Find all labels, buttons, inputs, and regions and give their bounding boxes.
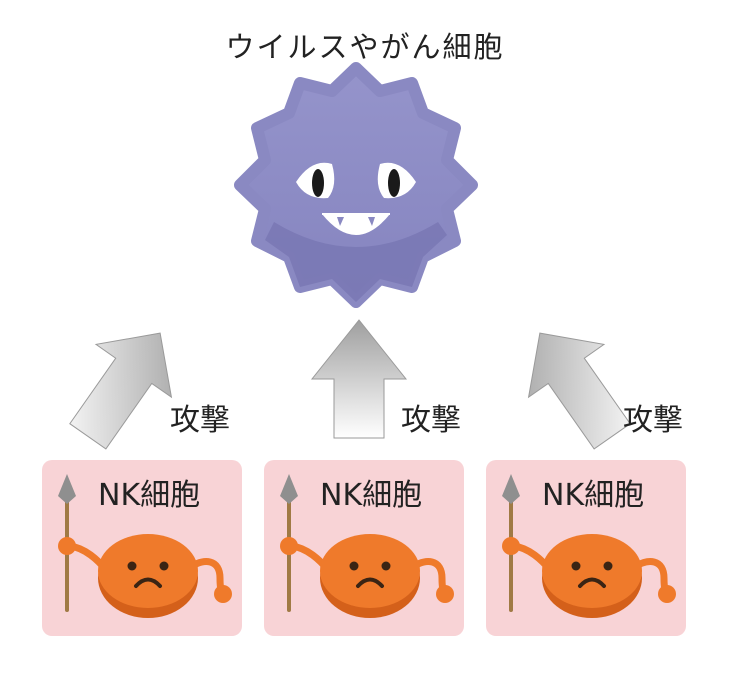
- attack-label: 攻撃: [170, 403, 230, 438]
- nk-cell-label: NK細胞: [542, 478, 644, 513]
- nk-cell-label: NK細胞: [320, 478, 422, 513]
- nk-cell-card: NK細胞: [42, 460, 242, 636]
- virus-icon: [234, 62, 478, 308]
- nk-cell-label: NK細胞: [98, 478, 200, 513]
- nk-cell-card: NK細胞: [486, 460, 686, 636]
- attack-label: 攻撃: [401, 403, 461, 438]
- attack-arrow-right: [527, 332, 631, 450]
- attack-arrow-center: [310, 319, 408, 439]
- nk-cell-card: NK細胞: [264, 460, 464, 636]
- attack-arrow-left: [69, 332, 173, 450]
- attack-label: 攻撃: [623, 403, 683, 438]
- diagram-title: ウイルスやがん細胞: [225, 30, 505, 64]
